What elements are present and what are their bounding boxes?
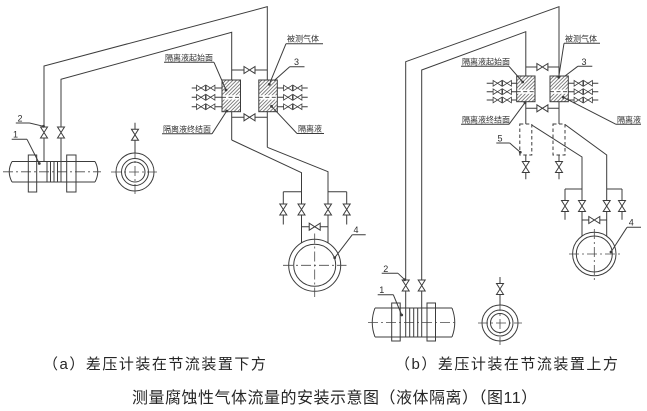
valve-icon xyxy=(502,80,512,87)
valve-icon xyxy=(297,203,306,216)
valve-icon xyxy=(131,128,139,141)
valve-icon xyxy=(602,200,611,212)
valve-icon xyxy=(521,161,530,173)
valve-icon xyxy=(243,113,256,122)
valve-icon xyxy=(492,80,503,87)
valve-icon xyxy=(205,84,216,92)
valve-icon xyxy=(292,84,303,92)
valve-icon xyxy=(573,80,584,87)
ref-1: 1 xyxy=(13,130,18,140)
valve-icon xyxy=(583,96,593,104)
valve-icon xyxy=(618,200,626,212)
ref-1: 1 xyxy=(379,285,384,295)
valve-icon xyxy=(283,94,293,101)
condensate-pots-b xyxy=(519,123,566,180)
valve-icon xyxy=(342,203,351,216)
valve-icon xyxy=(243,66,256,74)
valve-icon xyxy=(196,94,206,101)
valve-icon xyxy=(417,279,426,292)
valve-icon xyxy=(292,103,303,110)
valve-icon xyxy=(536,104,549,113)
label-measured-gas: 被测气体 xyxy=(287,34,319,44)
valve-icon xyxy=(401,279,410,292)
valve-icon xyxy=(279,203,288,216)
valve-icon xyxy=(573,96,584,104)
gauge-manifold-b xyxy=(531,124,626,237)
ref-3: 3 xyxy=(294,57,299,67)
pipe-with-orifice-a xyxy=(3,154,101,193)
valve-icon xyxy=(292,94,303,101)
valve-icon xyxy=(205,103,216,110)
caption-b: （b）差压计装在节流装置上方 xyxy=(395,356,619,373)
valve-icon xyxy=(196,103,206,110)
annotations-b: 被测气体 3 隔离液起始面 隔离液终结面 隔离液 5 2 1 4 xyxy=(377,34,641,317)
valve-icon xyxy=(502,88,512,95)
orifice-plate-b xyxy=(405,308,423,337)
valve-icon xyxy=(283,103,293,110)
valve-icon xyxy=(308,222,321,231)
pipe-with-orifice-b xyxy=(368,302,458,342)
valve-icon xyxy=(496,283,504,295)
valve-icon xyxy=(40,126,48,139)
ref-2: 2 xyxy=(18,114,23,124)
gauge-manifold-a xyxy=(231,139,351,243)
isolation-vessels-a xyxy=(191,66,308,148)
dp-gauge-a xyxy=(283,233,347,297)
caption-a: （a）差压计装在节流装置下方 xyxy=(43,356,267,373)
diagram-b: 被测气体 3 隔离液起始面 隔离液终结面 隔离液 5 2 1 4 xyxy=(368,5,641,345)
impulse-lines-b xyxy=(401,5,560,308)
impulse-lines-a xyxy=(40,6,268,162)
orifice-side-view-b xyxy=(478,277,522,345)
valve-icon xyxy=(196,84,206,92)
valve-icon xyxy=(283,84,293,92)
orifice-side-view-a xyxy=(111,122,159,196)
valve-icon xyxy=(573,88,584,95)
valve-icon xyxy=(583,80,593,87)
label-isolation-end: 隔离液终结面 xyxy=(163,124,211,134)
valve-icon xyxy=(57,126,65,139)
label-isolation-liquid: 隔离液 xyxy=(617,115,641,125)
valve-icon xyxy=(502,96,512,104)
isolation-vessels-b xyxy=(486,63,599,180)
valve-icon xyxy=(555,161,563,173)
valve-icon xyxy=(578,200,586,212)
caption-main: 测量腐蚀性气体流量的安装示意图（液体隔离）（图11） xyxy=(132,388,538,407)
valve-icon xyxy=(561,200,569,212)
valve-icon xyxy=(205,94,216,101)
label-isolation-liquid: 隔离液 xyxy=(298,124,322,134)
label-isolation-end: 隔离液终结面 xyxy=(462,115,510,125)
ref-4: 4 xyxy=(354,225,359,235)
valve-icon xyxy=(588,216,601,224)
ref-4: 4 xyxy=(629,218,634,228)
label-measured-gas: 被测气体 xyxy=(565,34,597,44)
valve-icon xyxy=(583,88,593,95)
annotations-a: 被测气体 3 隔离液起始面 隔离液终结面 隔离液 2 1 4 xyxy=(11,34,366,260)
ref-5: 5 xyxy=(498,134,503,144)
ref-3: 3 xyxy=(582,57,587,67)
diagram-a: 被测气体 3 隔离液起始面 隔离液终结面 隔离液 2 1 4 xyxy=(3,6,366,297)
dp-gauge-b xyxy=(569,229,620,280)
label-isolation-start: 隔离液起始面 xyxy=(462,57,510,67)
valve-icon xyxy=(492,88,503,95)
vessel-level-taps-b xyxy=(486,80,599,104)
vessel-level-taps-a xyxy=(191,84,308,110)
orifice-plate-a xyxy=(46,161,62,182)
valve-icon xyxy=(492,96,503,104)
valve-icon xyxy=(324,203,332,216)
valve-icon xyxy=(536,63,549,71)
label-isolation-start: 隔离液起始面 xyxy=(165,53,213,63)
ref-2: 2 xyxy=(383,264,388,274)
